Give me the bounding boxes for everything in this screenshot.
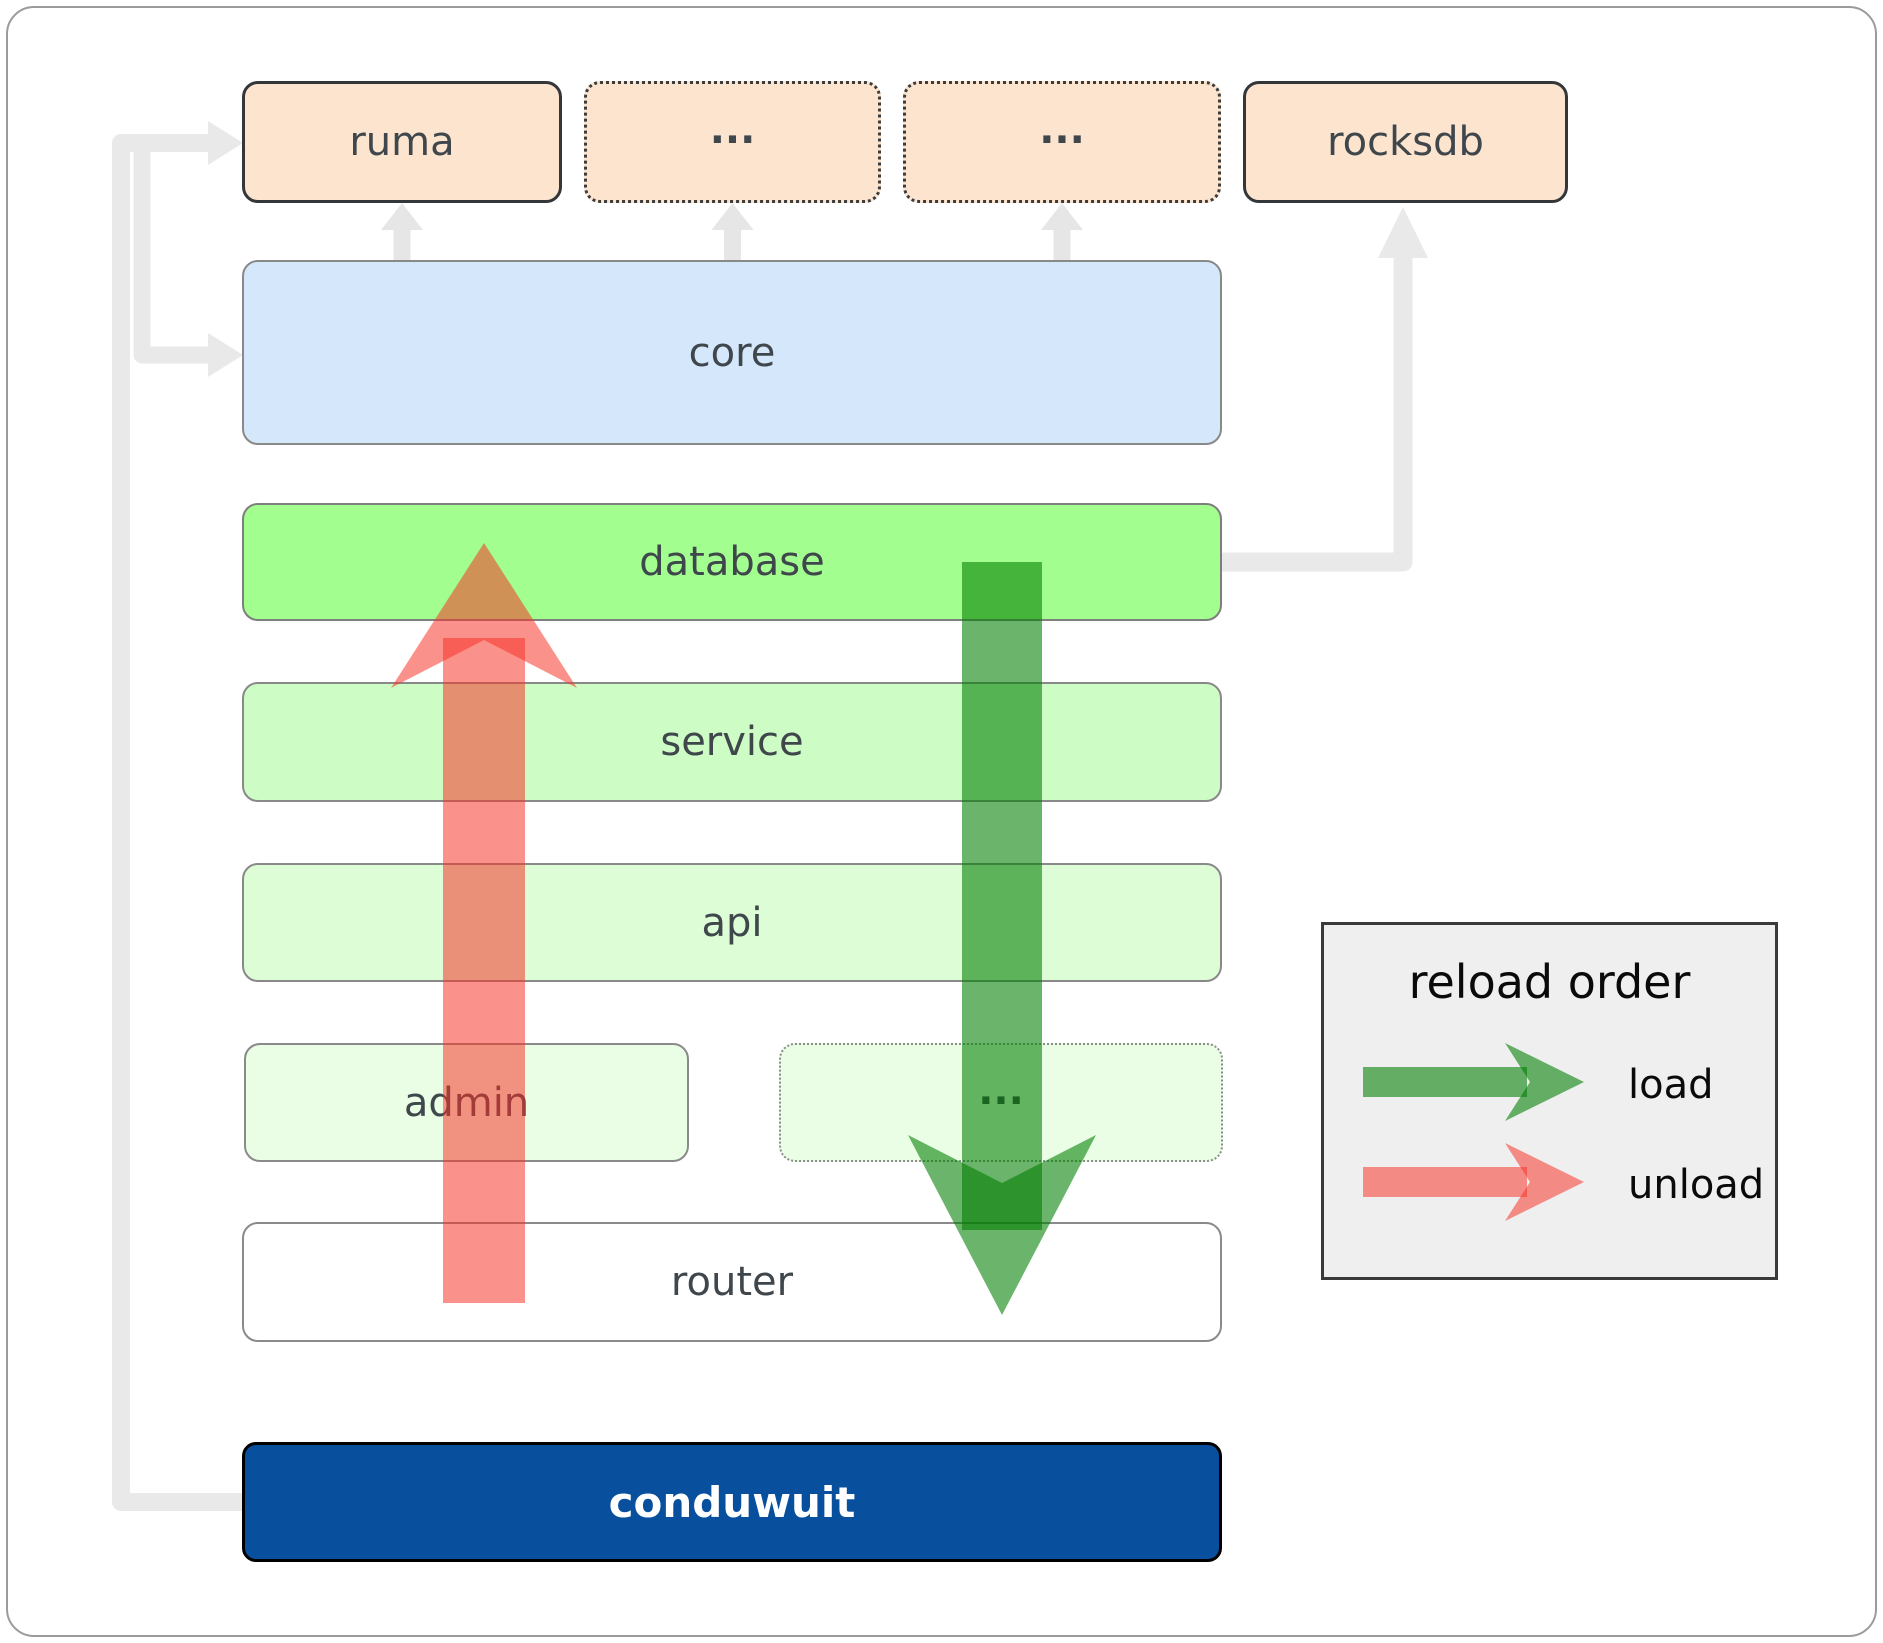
node-ellipsis3-label: ... [978, 1067, 1024, 1114]
node-database: database [242, 503, 1222, 621]
legend-load-label: load [1628, 1062, 1714, 1108]
node-database-label: database [639, 539, 825, 585]
node-ellipsis-crate-2: ... [903, 81, 1221, 203]
legend-title: reload order [1408, 955, 1691, 1009]
node-service-label: service [660, 719, 804, 765]
node-core: core [242, 260, 1222, 445]
node-api-label: api [701, 899, 763, 946]
legend-unload-label: unload [1628, 1162, 1765, 1208]
diagram-border [6, 6, 1877, 1637]
node-ellipsis1-label: ... [709, 107, 756, 153]
node-admin: admin [244, 1043, 689, 1162]
node-admin-label: admin [403, 1079, 530, 1126]
node-rocksdb: rocksdb [1243, 81, 1568, 203]
node-router: router [242, 1222, 1222, 1342]
node-ellipsis2-label: ... [1039, 107, 1085, 153]
node-ruma: ruma [242, 81, 562, 203]
node-core-label: core [688, 329, 776, 376]
node-api: api [242, 863, 1222, 982]
node-router-label: router [670, 1259, 794, 1305]
node-rocksdb-label: rocksdb [1327, 119, 1484, 165]
node-ellipsis-service: ... [779, 1043, 1223, 1162]
node-conduwuit: conduwuit [242, 1442, 1222, 1562]
node-conduwuit-label: conduwuit [608, 1477, 856, 1527]
node-ellipsis-crate-1: ... [584, 81, 881, 203]
node-ruma-label: ruma [349, 119, 455, 165]
node-service: service [242, 682, 1222, 802]
legend-panel: reload order load unload [1321, 922, 1778, 1280]
